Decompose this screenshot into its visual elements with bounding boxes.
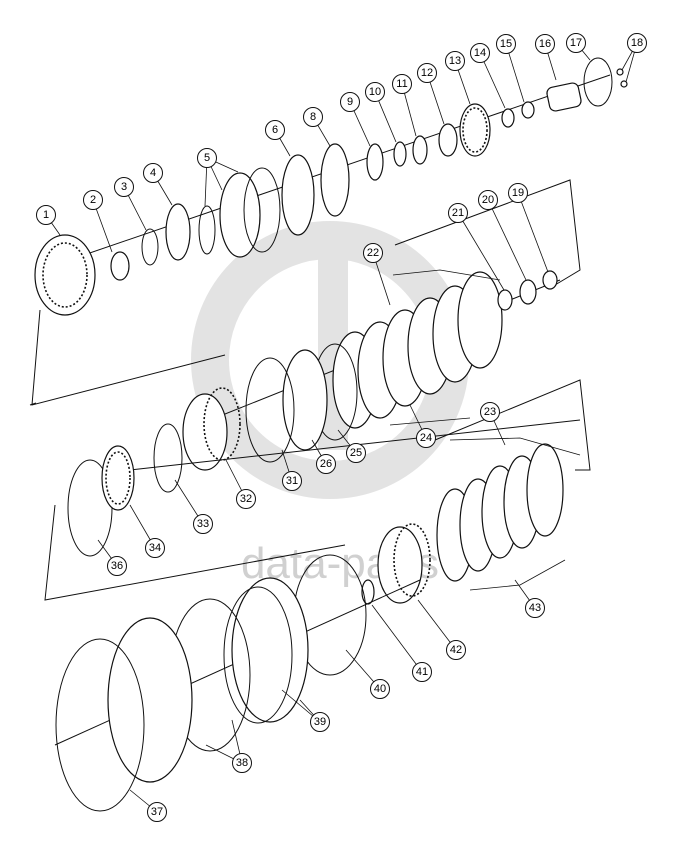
callout-label: 13 [449,55,461,67]
callout-41: 41 [412,662,432,682]
callout-label: 21 [452,207,464,219]
callout-label: 4 [150,167,156,179]
callout-36: 36 [107,556,127,576]
callout-label: 25 [350,447,362,459]
callout-label: 14 [474,47,486,59]
callout-16: 16 [535,34,555,54]
callout-32: 32 [236,489,256,509]
callout-4: 4 [143,163,163,183]
callout-label: 16 [539,38,551,50]
callout-label: 42 [450,644,462,656]
callout-label: 6 [272,124,278,136]
callout-25: 25 [346,443,366,463]
callout-label: 5 [204,152,210,164]
callout-5: 5 [197,148,217,168]
callout-label: 37 [151,806,163,818]
callout-24: 24 [416,428,436,448]
callout-11: 11 [392,74,412,94]
callout-20: 20 [478,190,498,210]
callout-label: 1 [43,209,49,221]
callout-label: 19 [512,187,524,199]
callout-label: 36 [111,560,123,572]
callout-40: 40 [370,679,390,699]
callout-9: 9 [340,92,360,112]
callout-12: 12 [417,63,437,83]
parts-group-upper [34,57,628,316]
callout-14: 14 [470,43,490,63]
callout-42: 42 [446,640,466,660]
callout-17: 17 [566,33,586,53]
callout-34: 34 [145,538,165,558]
callout-label: 8 [310,111,316,123]
callout-2: 2 [83,190,103,210]
callout-10: 10 [365,82,385,102]
callout-label: 43 [529,602,541,614]
callout-37: 37 [147,802,167,822]
callout-label: 32 [240,493,252,505]
callout-22: 22 [363,243,383,263]
callout-label: 38 [236,757,248,769]
callout-label: 10 [369,86,381,98]
callout-label: 12 [421,67,433,79]
callout-label: 40 [374,683,386,695]
callout-label: 31 [286,475,298,487]
callout-8: 8 [303,107,323,127]
callout-label: 39 [314,716,326,728]
callout-43: 43 [525,598,545,618]
callout-39: 39 [310,712,330,732]
parts-group-bottom [54,554,421,812]
callout-31: 31 [282,471,302,491]
callout-3: 3 [114,177,134,197]
callout-26: 26 [316,454,336,474]
callout-38: 38 [232,753,252,773]
callout-label: 2 [90,194,96,206]
callout-label: 41 [416,666,428,678]
callout-15: 15 [496,34,516,54]
callout-label: 17 [570,37,582,49]
callout-23: 23 [480,402,500,422]
callout-label: 24 [420,432,432,444]
callout-21: 21 [448,203,468,223]
callout-label: 11 [396,78,407,90]
callout-label: 20 [482,194,494,206]
callout-1: 1 [36,205,56,225]
parts-group-middle [29,179,581,471]
callout-label: 26 [320,458,332,470]
callout-label: 15 [500,38,512,50]
callout-label: 34 [149,542,161,554]
callout-label: 9 [347,96,353,108]
callout-18: 18 [627,33,647,53]
callout-label: 3 [121,181,127,193]
callout-label: 18 [631,37,643,49]
callout-6: 6 [265,120,285,140]
callout-label: 23 [484,406,496,418]
callout-label: 33 [197,518,209,530]
callout-label: 22 [367,247,379,259]
callout-33: 33 [193,514,213,534]
callout-13: 13 [445,51,465,71]
callout-19: 19 [508,183,528,203]
